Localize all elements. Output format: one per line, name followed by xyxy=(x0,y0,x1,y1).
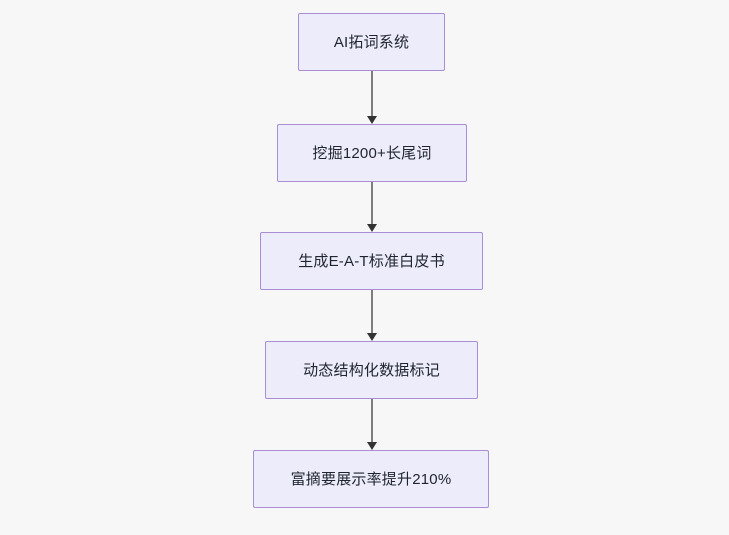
node-label: AI拓词系统 xyxy=(333,33,410,51)
arrowhead-icon xyxy=(366,116,377,124)
edge-line xyxy=(371,290,373,333)
node-label: 富摘要展示率提升210% xyxy=(290,470,452,488)
node-label: 生成E-A-T标准白皮书 xyxy=(298,252,445,270)
edge-line xyxy=(371,399,373,442)
arrowhead-icon xyxy=(366,442,377,450)
arrowhead-icon xyxy=(366,224,377,232)
flowchart-node-mine-longtail-keywords[interactable]: 挖掘1200+长尾词 xyxy=(277,124,467,182)
flowchart-node-generate-eat-whitepaper[interactable]: 生成E-A-T标准白皮书 xyxy=(260,232,483,290)
flowchart-node-dynamic-structured-data-markup[interactable]: 动态结构化数据标记 xyxy=(265,341,478,399)
arrowhead-icon xyxy=(366,333,377,341)
edge-line xyxy=(371,182,373,224)
edge-line xyxy=(371,71,373,116)
node-label: 挖掘1200+长尾词 xyxy=(312,144,432,162)
flowchart-node-ai-keyword-system[interactable]: AI拓词系统 xyxy=(298,13,445,71)
flowchart-node-rich-snippet-rate-increase[interactable]: 富摘要展示率提升210% xyxy=(253,450,489,508)
node-label: 动态结构化数据标记 xyxy=(303,361,440,379)
